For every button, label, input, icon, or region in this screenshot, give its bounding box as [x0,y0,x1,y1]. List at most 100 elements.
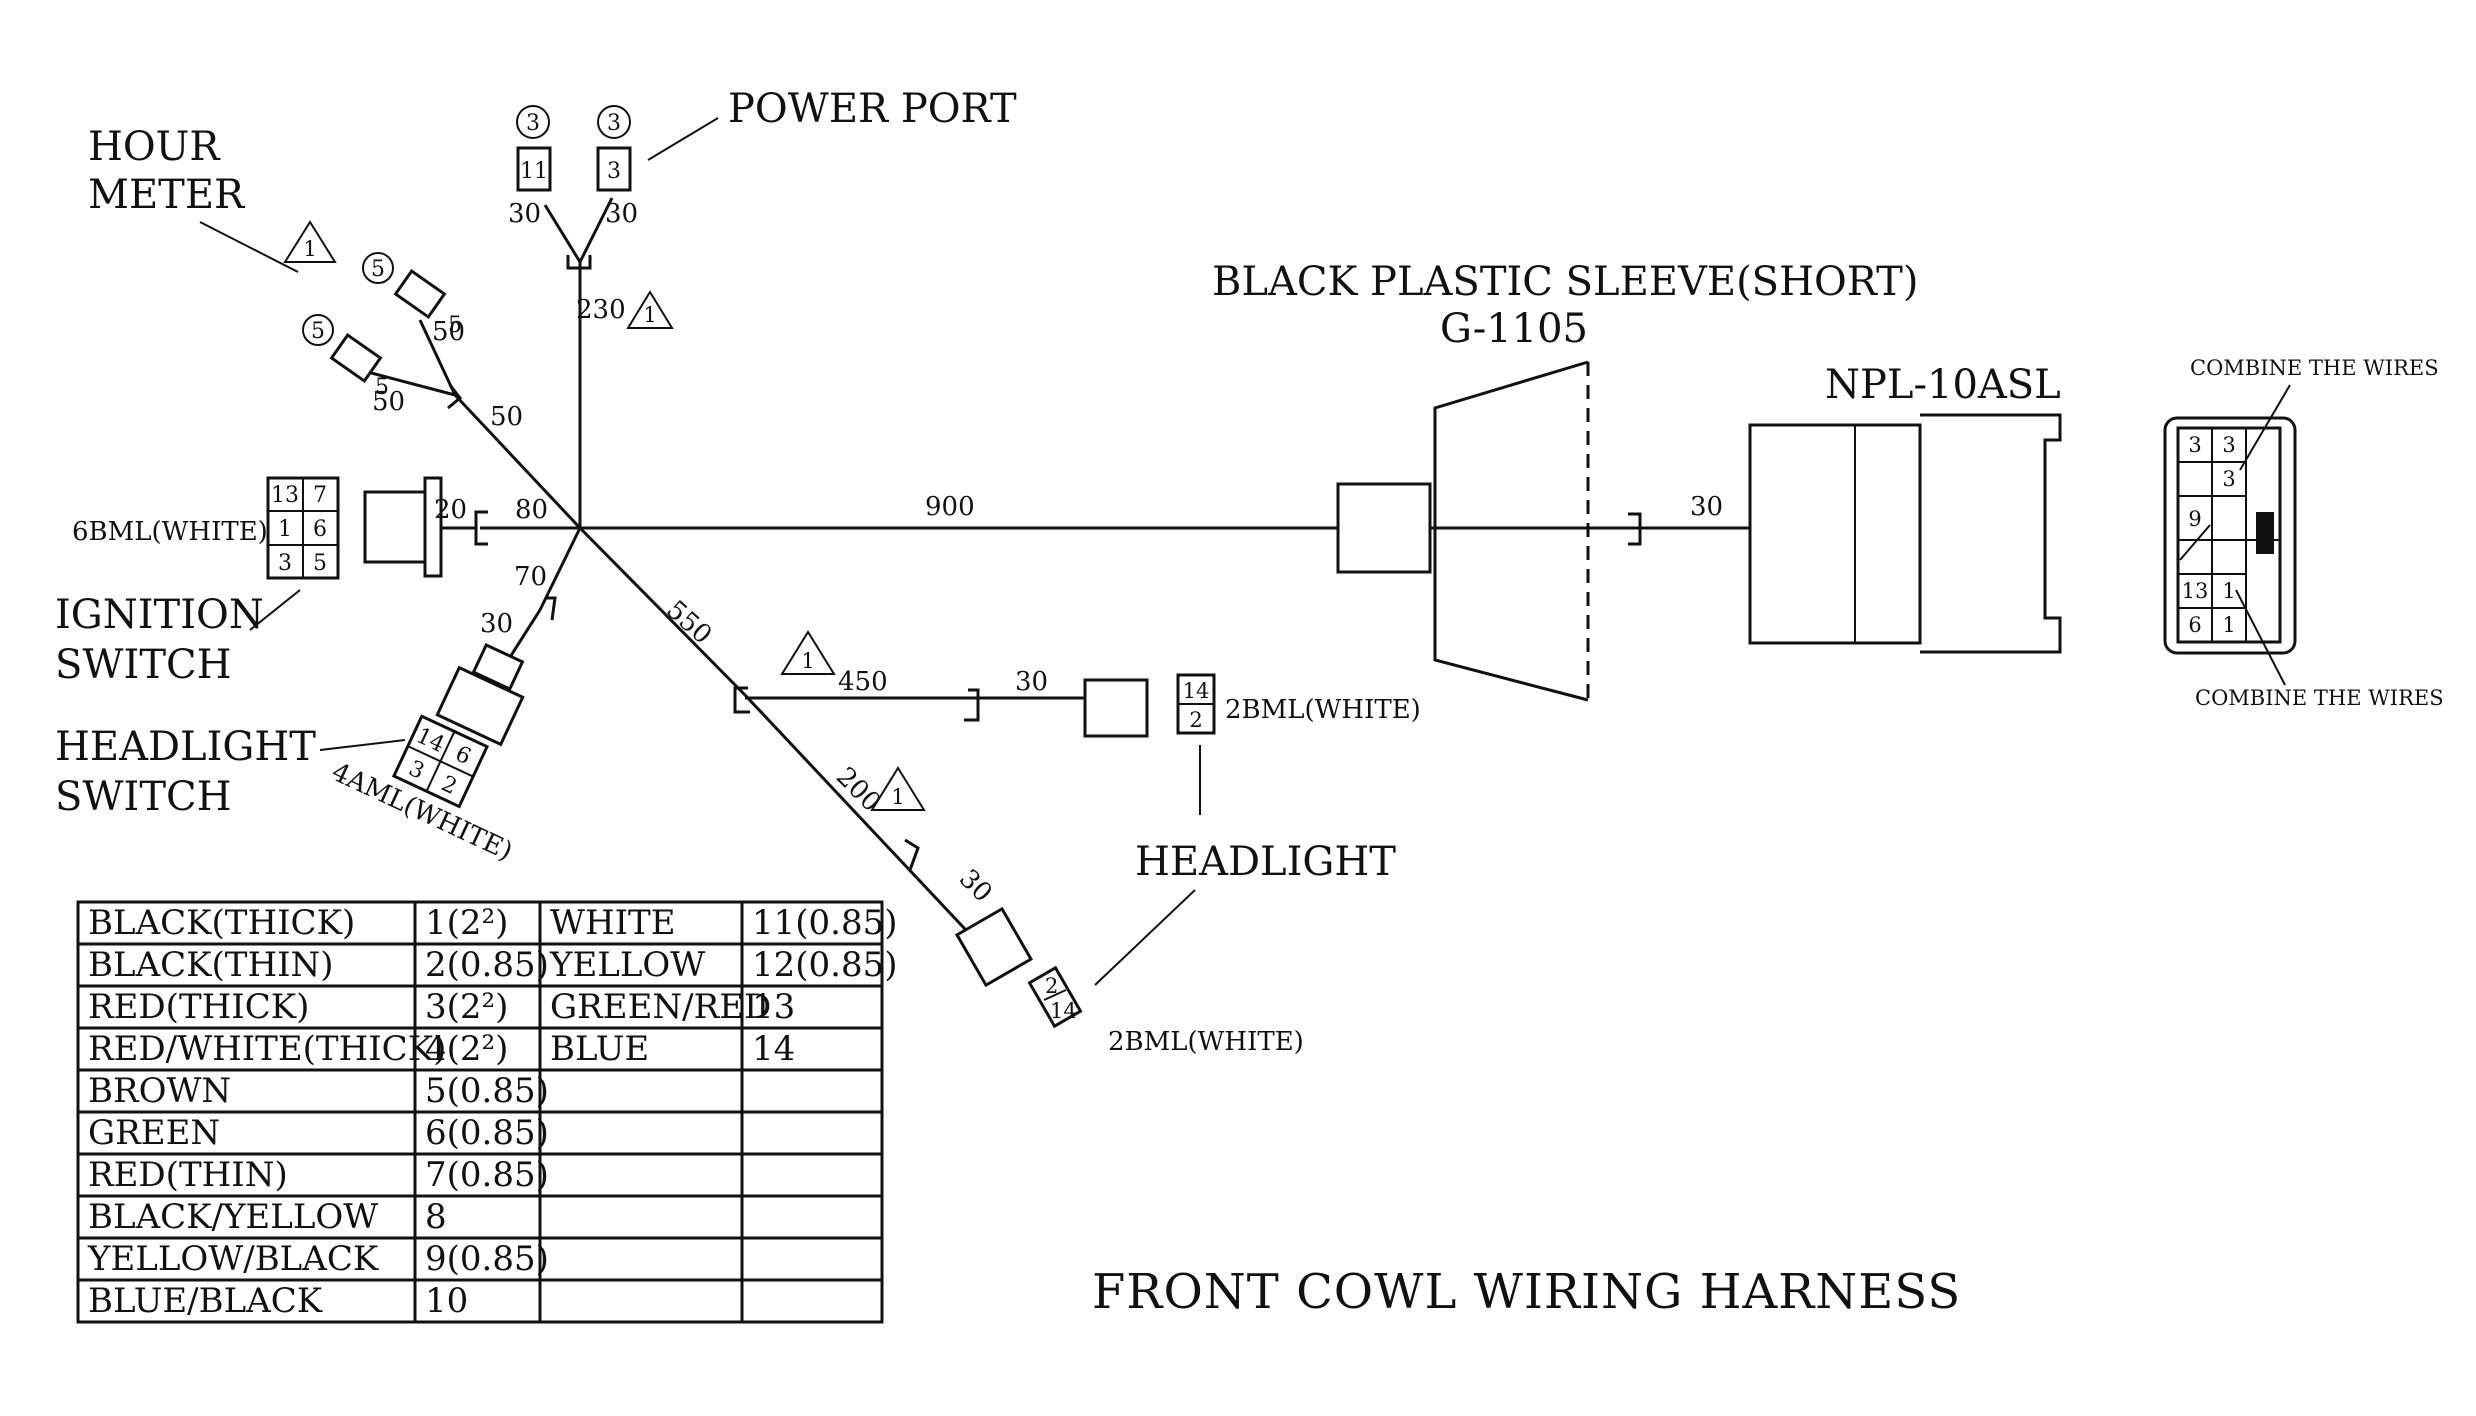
svg-text:3: 3 [2222,433,2235,457]
plastic-sleeve [1336,360,1590,702]
sleeve-label: BLACK PLASTIC SLEEVE(SHORT) [1212,259,1918,305]
warning-triangle-icon: 1 [780,630,836,675]
headlight-switch-label-1: HEADLIGHT [55,724,316,770]
power-port-connectors: 3 11 3 3 [516,105,632,192]
combine-wires-top: COMBINE THE WIRES [2190,356,2439,380]
pp-pin-b: 3 [607,111,621,136]
svg-text:1: 1 [2222,579,2235,603]
svg-text:1: 1 [303,237,316,261]
warning-triangle-icon: 1 [283,220,337,263]
table-cell-code: 3(2²) [425,987,508,1027]
pp-code-a: 11 [520,159,548,184]
svg-text:5: 5 [313,551,327,576]
table-cell-code: 13 [752,987,795,1027]
ignition-label-1: IGNITION [55,592,264,638]
svg-text:5: 5 [311,319,325,344]
svg-text:2: 2 [1189,708,1202,732]
len-diag-550: 550 [660,595,717,651]
headlight-switch-pin-grid: 14 6 3 2 [391,714,490,809]
table-cell-color: BLUE [550,1029,649,1069]
sleeve-code: G-1105 [1440,306,1588,352]
table-cell-color: BROWN [88,1071,231,1111]
svg-text:14: 14 [1183,679,1210,703]
table-cell-code: 14 [752,1029,795,1069]
svg-text:1: 1 [891,785,904,809]
hour-meter-label-2: METER [88,172,246,218]
hour-meter-label-1: HOUR [88,124,221,170]
len-right-30: 30 [1690,492,1723,522]
len-hsw-70: 70 [514,562,547,592]
power-port-label: POWER PORT [728,86,1017,132]
combine-wires-bottom: COMBINE THE WIRES [2195,686,2444,710]
table-cell-code: 2(0.85) [425,945,549,985]
table-cell-color: BLACK(THICK) [88,903,355,943]
svg-text:7: 7 [313,483,327,508]
len-hl-450: 450 [838,667,888,697]
table-cell-code: 10 [425,1281,468,1321]
table-cell-color: BLUE/BLACK [88,1281,323,1321]
svg-text:9: 9 [2188,507,2201,531]
svg-text:1: 1 [278,517,292,542]
svg-text:5: 5 [371,257,385,282]
npl-pin-grid: 3 3 3 9 13 1 6 1 [2163,384,2297,686]
table-cell-code: 5(0.85) [425,1071,549,1111]
conn-6bml-label: 6BML(WHITE) [72,517,268,547]
len-hl-30: 30 [1015,667,1048,697]
ignition-label-2: SWITCH [55,642,231,688]
len-power-230: 230 [576,295,626,325]
table-cell-color: RED/WHITE(THICK) [88,1029,446,1069]
len-main-900: 900 [925,492,975,522]
conn-2bml-a-label: 2BML(WHITE) [1225,695,1421,725]
headlight-label: HEADLIGHT [1135,839,1396,885]
svg-text:1: 1 [643,303,656,327]
wire-clips [447,255,1642,871]
diagram-title: FRONT COWL WIRING HARNESS [1092,1264,1961,1320]
svg-text:5: 5 [375,375,389,400]
warning-triangle-icon: 1 [626,290,674,329]
len-power-30b: 30 [605,199,638,229]
len-hm-50c: 50 [490,402,523,432]
headlight-connector: 14 2 [1083,673,1216,738]
len-power-30a: 30 [508,199,541,229]
svg-text:6: 6 [2188,613,2201,637]
table-cell-color: GREEN/RED [550,987,771,1027]
table-cell-code: 12(0.85) [752,945,898,985]
conn-2bml-b-label: 2BML(WHITE) [1108,1027,1304,1057]
table-cell-color: YELLOW/BLACK [87,1239,379,1279]
table-cell-color: WHITE [550,903,676,943]
table-cell-color: RED(THIN) [88,1155,288,1195]
ignition-connector [363,476,443,578]
table-cell-color: GREEN [88,1113,220,1153]
svg-text:3: 3 [2222,467,2235,491]
npl-label: NPL-10ASL [1825,362,2061,408]
table-cell-color: YELLOW [549,945,705,985]
warning-triangle-icon: 1 [870,766,926,811]
table-cell-code: 6(0.85) [425,1113,549,1153]
headlight-switch-connector [435,642,525,747]
pp-code-b: 3 [607,159,621,184]
svg-text:6: 6 [313,517,327,542]
lower-headlight-connector: 2 14 [954,906,1083,1029]
svg-text:5: 5 [448,313,462,338]
svg-text:14: 14 [1050,999,1077,1023]
table-cell-code: 11(0.85) [752,903,898,943]
ignition-pin-grid: 13 7 1 6 3 5 [266,476,340,580]
table-cell-color: BLACK/YELLOW [88,1197,378,1237]
svg-text:1: 1 [801,649,814,673]
svg-text:13: 13 [271,483,299,508]
len-diag-30: 30 [953,864,998,909]
npl-connector [1748,413,2062,654]
headlight-switch-label-2: SWITCH [55,774,231,820]
pp-pin-a: 3 [526,111,540,136]
svg-text:13: 13 [2182,579,2209,603]
svg-text:2: 2 [1045,974,1058,998]
table-cell-color: RED(THICK) [88,987,309,1027]
len-hsw-30: 30 [480,609,513,639]
table-cell-code: 1(2²) [425,903,508,943]
svg-text:3: 3 [278,551,292,576]
hour-meter-connectors: 5 5 5 5 [302,252,462,400]
len-hm-50b: 50 [432,317,465,347]
len-ign-20: 20 [434,495,467,525]
